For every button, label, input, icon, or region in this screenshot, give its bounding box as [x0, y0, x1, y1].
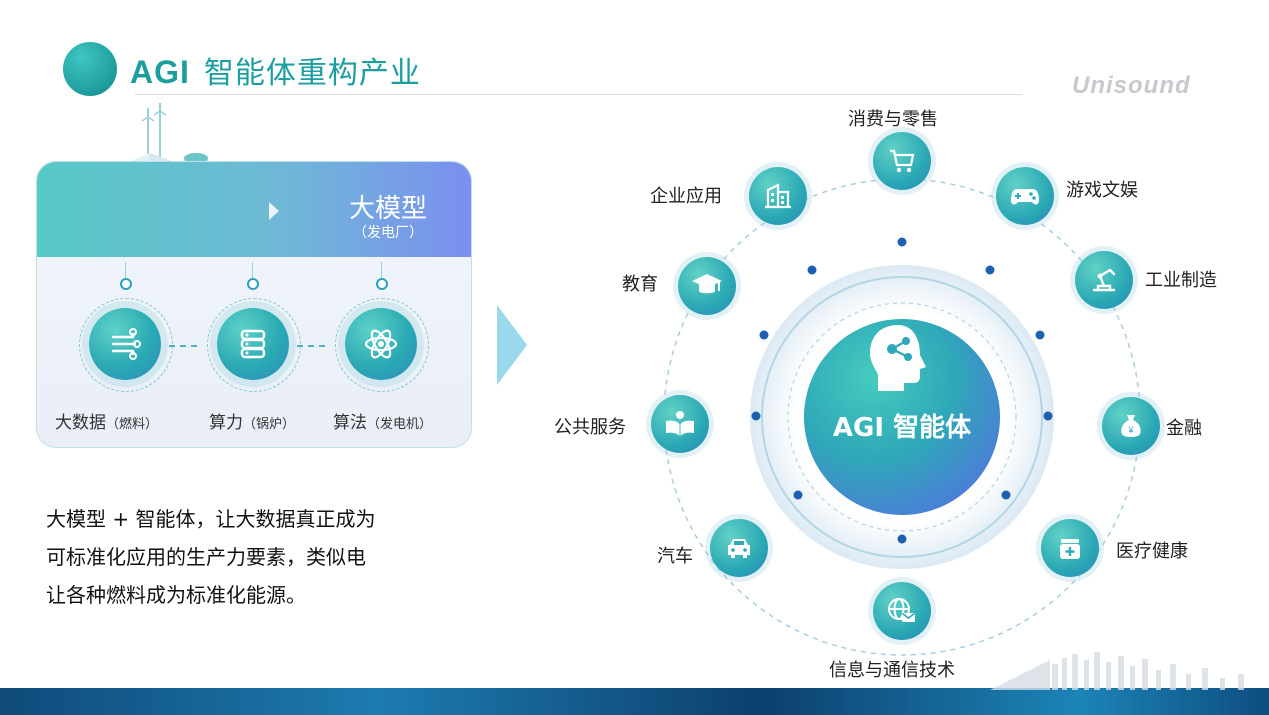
item-public-service: [651, 395, 709, 453]
item-ict: [873, 582, 931, 640]
model-subtitle: （发电厂）: [353, 225, 423, 241]
title-cn: 智能体重构产业: [203, 56, 421, 91]
robot-arm-icon: [1092, 268, 1116, 292]
server-stack-icon: [240, 329, 266, 359]
item-education: [678, 257, 736, 315]
title-en: AGI: [130, 54, 190, 90]
item-industry: [1075, 251, 1133, 309]
connector: [169, 345, 197, 347]
footer-city-graphic: [990, 652, 1244, 690]
item-label-healthcare: 医疗健康: [1116, 541, 1188, 562]
ai-head-icon: [870, 325, 926, 391]
title-dot: [63, 42, 117, 96]
footer-band: [0, 688, 1269, 715]
model-card: 大模型 （发电厂）: [36, 161, 472, 448]
item-label-gaming: 游戏文娱: [1066, 180, 1138, 201]
item-label-ict: 信息与通信技术: [829, 660, 955, 681]
pin-line: [381, 262, 382, 278]
pin: [120, 278, 132, 290]
pin: [376, 278, 388, 290]
description-line: 让各种燃料成为标准化能源。: [46, 583, 306, 607]
caption-compute: 算力（锅炉）: [209, 408, 295, 433]
flow-arrow-icon: [497, 305, 527, 385]
open-book-icon: [666, 411, 694, 436]
item-label-automotive: 汽车: [657, 546, 693, 567]
connector: [297, 345, 325, 347]
node-algorithm: [345, 308, 417, 380]
caption-algorithm: 算法（发电机）: [333, 408, 432, 433]
item-enterprise: [749, 167, 807, 225]
model-title: 大模型: [348, 194, 427, 224]
pin-line: [252, 262, 253, 278]
item-label-retail: 消费与零售: [848, 109, 938, 130]
node-big-data: [89, 308, 161, 380]
graduation-cap-icon: [692, 274, 722, 294]
item-label-public-service: 公共服务: [554, 417, 626, 438]
item-gaming: [996, 167, 1054, 225]
medical-kit-icon: [1060, 539, 1080, 559]
brand-logo: Unisound: [1072, 72, 1191, 99]
item-label-finance: 金融: [1166, 418, 1202, 439]
atom-icon: [364, 329, 398, 359]
item-healthcare: [1041, 519, 1099, 577]
shopping-cart-icon: [890, 149, 915, 173]
item-label-industry: 工业制造: [1145, 270, 1217, 291]
caption-main: 大数据: [55, 413, 106, 433]
description-line: 大模型 + 智能体，让大数据真正成为: [46, 507, 376, 531]
card-arrow-icon: [269, 202, 279, 220]
caption-sub: （锅炉）: [243, 417, 296, 432]
caption-sub: （发电机）: [367, 417, 433, 432]
item-automotive: [710, 519, 768, 577]
building-icon: [765, 183, 791, 209]
caption-big-data: 大数据（燃料）: [55, 408, 158, 433]
item-retail: [873, 132, 931, 190]
card-header: [37, 162, 471, 257]
description-line: 可标准化应用的生产力要素，类似电: [46, 545, 366, 569]
agi-diagram: AGI 智能体 消费与零售 游戏文娱 工业制造 ¥ 金融 医疗健康 信息与通信技…: [540, 100, 1269, 690]
money-bag-icon: ¥: [1121, 415, 1141, 437]
description: 大模型 + 智能体，让大数据真正成为 可标准化应用的生产力要素，类似电 让各种燃…: [46, 500, 446, 614]
diagram-rings: [663, 178, 1141, 656]
item-finance: ¥: [1102, 397, 1160, 455]
car-icon: [728, 539, 750, 558]
pin-line: [125, 262, 126, 278]
caption-main: 算法: [333, 413, 367, 433]
caption-main: 算力: [209, 413, 243, 433]
node-compute: [217, 308, 289, 380]
title-rule: [135, 94, 1023, 95]
center-label: AGI 智能体: [832, 413, 972, 443]
gamepad-icon: [1011, 189, 1039, 205]
data-flow-icon: [111, 328, 141, 360]
svg-text:¥: ¥: [1127, 425, 1134, 435]
globe-mail-icon: [888, 598, 915, 622]
caption-sub: （燃料）: [106, 417, 159, 432]
node-ring: [335, 298, 429, 392]
item-label-enterprise: 企业应用: [650, 186, 722, 207]
page-title: AGI 智能体重构产业: [130, 48, 421, 92]
pin: [247, 278, 259, 290]
item-label-education: 教育: [622, 274, 658, 295]
